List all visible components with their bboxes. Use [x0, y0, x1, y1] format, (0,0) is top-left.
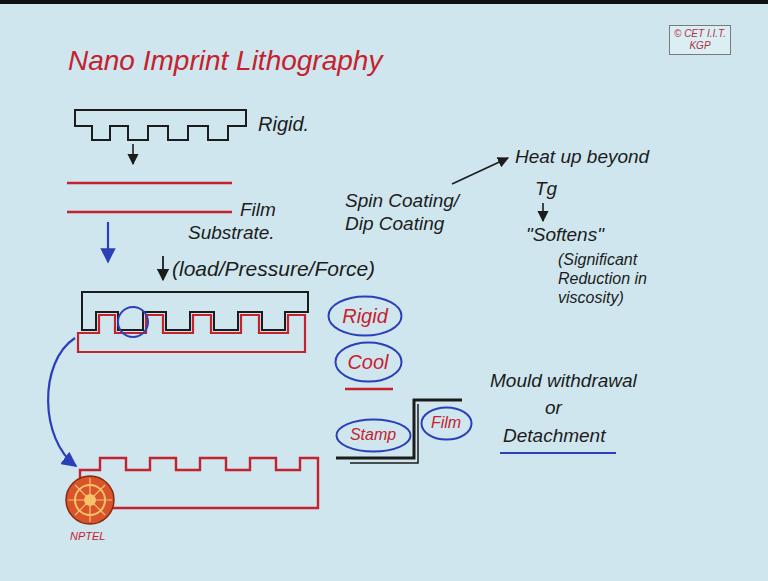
- nptel-logo: [66, 476, 114, 524]
- circled-note: Rigid: [327, 295, 403, 337]
- highlight-circle: [118, 307, 148, 337]
- node-text: Stamp: [350, 425, 396, 444]
- curved-arrow: [48, 338, 76, 466]
- imprinted-film: [78, 315, 305, 352]
- note-text: Rigid.: [258, 112, 309, 136]
- note-text: Spin Coating/ Dip Coating: [345, 190, 480, 236]
- circle-outline: [335, 343, 401, 382]
- interface-bracket: [336, 400, 462, 458]
- patterned-film: [80, 458, 318, 508]
- note-text: Heat up beyond: [515, 146, 649, 169]
- node-text: Rigid: [342, 304, 388, 328]
- underline: [500, 452, 616, 454]
- rigid-stamp: [75, 110, 246, 140]
- node-text: Cool: [347, 350, 388, 374]
- pointer-arrow: [452, 158, 508, 184]
- film-line: [67, 182, 232, 185]
- substrate-line: [67, 211, 232, 214]
- note-text: NPTEL: [70, 530, 105, 543]
- copyright-box: © CET I.I.T. KGP: [669, 25, 731, 55]
- note-text: (load/Pressure/Force): [172, 256, 375, 281]
- note-text: Mould withdrawal: [490, 370, 637, 393]
- note-text: (Significant Reduction in viscosity): [558, 250, 676, 308]
- circled-note: Cool: [334, 341, 403, 383]
- slide-title: Nano Imprint Lithography: [68, 44, 382, 78]
- node-text: Film: [431, 413, 461, 432]
- note-text: "Softens": [526, 224, 604, 247]
- circled-note: Stamp: [335, 418, 412, 453]
- down-arrow: [132, 144, 134, 164]
- down-arrow: [542, 203, 544, 221]
- circle-outline: [336, 419, 410, 451]
- note-text: or: [545, 397, 562, 420]
- logo-disc: [66, 476, 114, 524]
- node-text: © CET I.I.T. KGP: [674, 28, 726, 52]
- down-arrow: [107, 222, 109, 262]
- interface-bracket: [350, 404, 418, 463]
- circle-outline: [329, 297, 402, 336]
- underline: [345, 388, 393, 391]
- note-text: Film: [240, 199, 276, 222]
- circle-outline: [421, 407, 471, 439]
- circled-note: Film: [420, 406, 473, 441]
- logo-spokes: [68, 478, 112, 522]
- note-text: Detachment: [503, 425, 605, 448]
- note-text: Substrate.: [188, 222, 275, 245]
- load-arrow: [162, 256, 164, 280]
- note-text: Tg: [535, 178, 557, 201]
- top-edge: [0, 0, 768, 4]
